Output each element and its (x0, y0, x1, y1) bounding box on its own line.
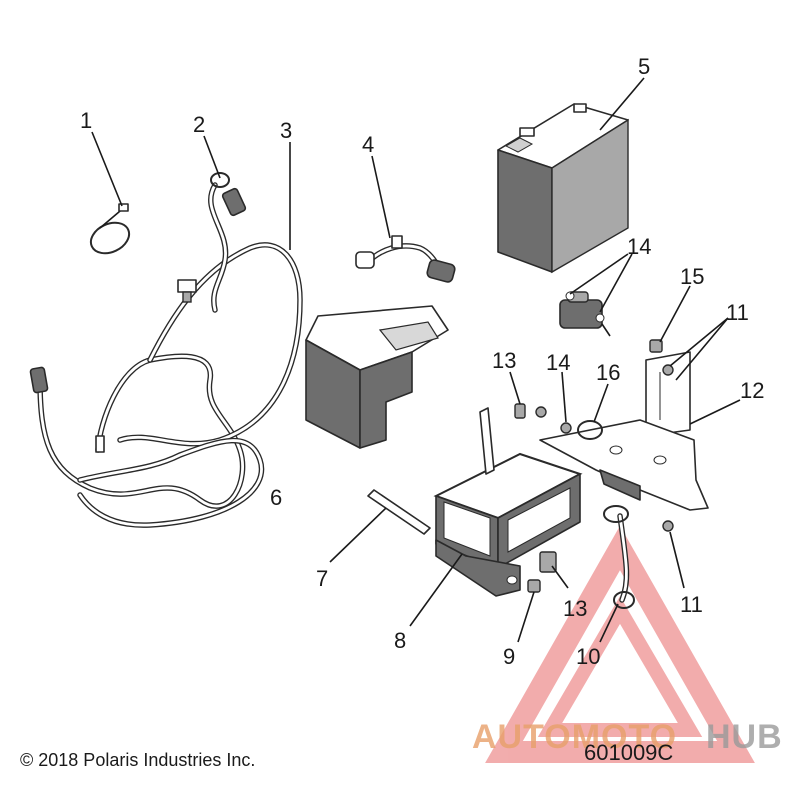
watermark-wordmark: AUTOMOTO HUB (472, 718, 783, 756)
part-2-terminal-boot (208, 172, 247, 313)
callout-8: 8 (394, 628, 406, 653)
part-11-bolt-upper (662, 364, 674, 376)
part-1-cable-tie (89, 203, 131, 255)
callout-4: 4 (362, 132, 374, 157)
callout-14-lower: 14 (546, 350, 570, 375)
callout-11-lower: 11 (680, 592, 703, 617)
callout-9: 9 (503, 644, 515, 669)
part-12-bracket (539, 351, 709, 511)
watermark-word-part1: AUTOMOTO (472, 718, 677, 756)
part-7-strip (367, 489, 431, 535)
part-13-clip-upper (514, 403, 526, 419)
part-10-ground-cable (603, 505, 635, 609)
copyright-text: © 2018 Polaris Industries Inc. (20, 750, 255, 770)
part-3-cable-harness (29, 242, 303, 528)
callout-1: 1 (80, 108, 92, 133)
part-14-solenoid (559, 291, 611, 337)
part-5-battery (497, 103, 629, 274)
callout-12: 12 (740, 378, 764, 403)
callout-3: 3 (280, 118, 292, 143)
callout-10: 10 (576, 644, 600, 669)
callout-6: 6 (270, 485, 282, 510)
watermark-logo (485, 525, 755, 763)
watermark-word-part2: HUB (706, 718, 783, 756)
leader-lines (91, 77, 741, 643)
callout-16: 16 (596, 360, 620, 385)
part-15-clip (649, 339, 663, 353)
part-9-bolt (527, 579, 541, 593)
callout-5: 5 (638, 54, 650, 79)
part-14-nut-lower (535, 406, 572, 434)
part-8-battery-tray (433, 407, 583, 597)
diagram-number: 601009C (584, 740, 673, 765)
callout-labels: 1 2 3 4 5 6 7 8 9 10 11 11 12 13 13 14 1… (80, 54, 764, 669)
part-4-terminal-cover (355, 235, 456, 283)
callout-7: 7 (316, 566, 328, 591)
part-11-bolt-lower (662, 520, 674, 532)
part-16-clamp (577, 420, 603, 440)
callout-2: 2 (193, 112, 205, 137)
callout-13-lower: 13 (563, 596, 587, 621)
callout-14-upper: 14 (627, 234, 651, 259)
callout-11-upper: 11 (726, 300, 749, 325)
callout-13-upper: 13 (492, 348, 516, 373)
part-6-battery-shield (305, 305, 449, 449)
callout-15: 15 (680, 264, 704, 289)
